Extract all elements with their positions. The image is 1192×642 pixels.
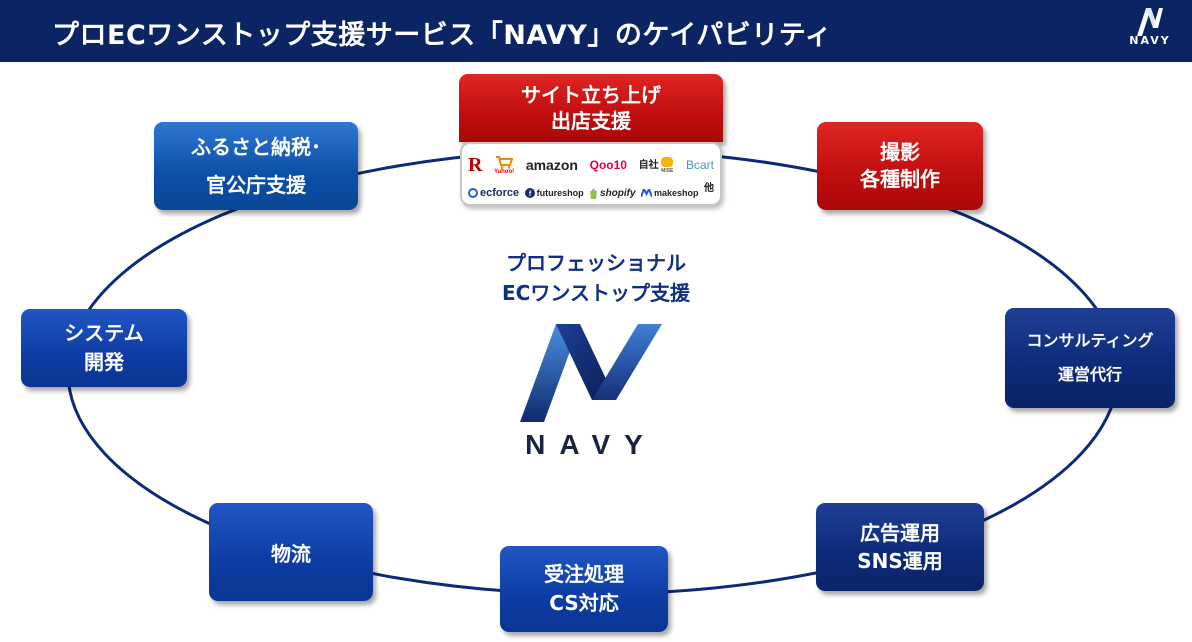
bcart-logo: Bcart <box>685 158 714 172</box>
platform-row-2: ecforce f futureshop shopify makeshop 他 <box>468 183 714 202</box>
navy-logo-mark: NAVY <box>520 324 662 460</box>
consulting-box: コンサルティング 運営代行 <box>1005 308 1175 408</box>
makeshop-logo: makeshop <box>641 188 699 198</box>
ecforce-logo: ecforce <box>468 187 519 199</box>
navy-logo-text: NAVY <box>1129 34 1171 47</box>
furusato-line2: 官公庁支援 <box>206 173 306 197</box>
ads-box: 広告運用 SNS運用 <box>816 503 984 591</box>
page-title: プロECワンストップ支援サービス「NAVY」のケイパビリティ <box>52 20 833 51</box>
rakuten-logo: R <box>468 153 483 176</box>
ecforce-icon <box>468 188 478 198</box>
navy-logo-header: NAVY <box>1120 8 1180 56</box>
logistics-box: 物流 <box>209 503 373 601</box>
site-launch-line1: サイト立ち上げ <box>521 83 661 107</box>
shopping-cart-icon <box>496 156 514 169</box>
navy-logo-icon <box>1137 8 1163 36</box>
furusato-line1: ふるさと納税･ <box>191 135 321 159</box>
system-dev-box: システム 開発 <box>21 309 187 387</box>
site-launch-line2: 出店支援 <box>551 109 631 133</box>
system-line2: 開発 <box>84 350 124 374</box>
order-processing-box: 受注処理 CS対応 <box>500 546 668 632</box>
mise-logo: MISE <box>660 156 674 174</box>
qoo10-logo: Qoo10 <box>589 158 627 172</box>
platform-row-1: R Yahoo! amazon Qoo10 自社 MISE Bcart <box>468 150 714 180</box>
shopify-logo: shopify <box>589 188 636 199</box>
platform-logos-panel: R Yahoo! amazon Qoo10 自社 MISE Bcart ecfo… <box>460 142 722 206</box>
center-tagline-line1: プロフェッショナル <box>506 251 686 275</box>
logistics-line1: 物流 <box>271 541 311 566</box>
mise-icon <box>661 157 674 167</box>
navy-logo-center: NAVY <box>516 322 666 462</box>
navy-logo-word: NAVY <box>525 429 657 460</box>
futureshop-logo: f futureshop <box>524 188 584 198</box>
header-bar: プロECワンストップ支援サービス「NAVY」のケイパビリティ NAVY <box>0 0 1192 62</box>
yahoo-shopping-text: Yahoo! <box>494 169 515 175</box>
center-tagline: プロフェッショナル ECワンストップ支援 <box>440 248 752 308</box>
makeshop-icon <box>641 189 653 197</box>
site-launch-box: サイト立ち上げ 出店支援 <box>459 74 723 142</box>
order-line2: CS対応 <box>549 591 619 615</box>
yahoo-shopping-logo: Yahoo! <box>494 155 514 175</box>
consulting-line1: コンサルティング <box>1026 331 1154 350</box>
photography-line1: 撮影 <box>880 140 920 164</box>
photography-line2: 各種制作 <box>860 167 940 191</box>
center-tagline-line2: ECワンストップ支援 <box>502 281 690 305</box>
amazon-logo: amazon <box>525 157 578 173</box>
photography-box: 撮影 各種制作 <box>817 122 983 210</box>
own-site-label: 自社 <box>638 159 659 171</box>
svg-text:f: f <box>528 191 531 198</box>
consulting-line2: 運営代行 <box>1057 365 1122 384</box>
futureshop-icon: f <box>524 188 535 198</box>
ads-line2: SNS運用 <box>857 549 943 573</box>
furusato-tax-box: ふるさと納税･ 官公庁支援 <box>154 122 358 210</box>
order-line1: 受注処理 <box>544 562 624 586</box>
system-line1: システム <box>64 321 144 345</box>
others-label: 他 <box>703 182 714 194</box>
shopify-bag-icon <box>590 188 598 199</box>
ads-line1: 広告運用 <box>860 521 940 545</box>
